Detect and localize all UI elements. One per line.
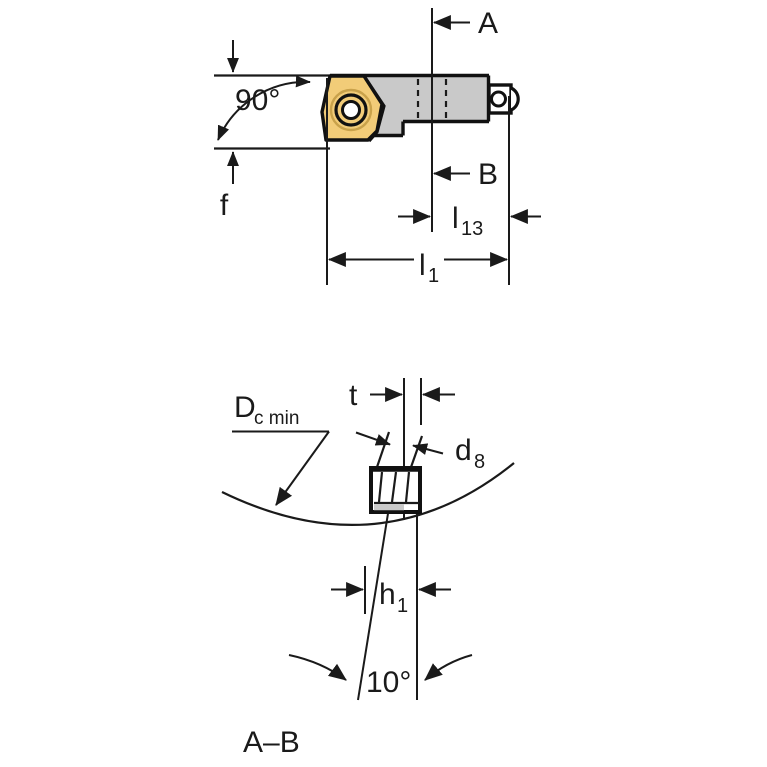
- section-a-label: A: [478, 7, 498, 40]
- clamp-screw: [487, 83, 520, 115]
- svg-text:d: d: [455, 434, 472, 467]
- thickness-t-label: t: [349, 379, 358, 412]
- svg-text:1: 1: [397, 595, 408, 617]
- bore-arc: [221, 462, 515, 526]
- cutting-insert: [320, 74, 386, 143]
- svg-text:8: 8: [474, 451, 485, 473]
- dc-min-leader: [232, 430, 330, 506]
- clamp-screw-socket: [490, 90, 507, 108]
- section-view-title: A–B: [243, 726, 300, 759]
- svg-text:h: h: [379, 578, 396, 611]
- section-view-ab-group: D c min t: [221, 378, 515, 759]
- leader-inner-left: [355, 431, 391, 446]
- side-view-group: f 90°: [214, 7, 541, 287]
- dimension-h1: [331, 566, 451, 614]
- svg-text:1: 1: [428, 265, 439, 287]
- svg-text:13: 13: [461, 218, 483, 240]
- svg-text:c min: c min: [254, 408, 299, 429]
- dc-min-label: D c min: [234, 391, 299, 429]
- section-b-label: B: [478, 158, 498, 191]
- insert-screw-bore: [341, 100, 361, 120]
- insert-screw-outer-ring: [329, 88, 373, 132]
- angle-90-label: 90°: [235, 84, 280, 117]
- angle-10-arcs: [288, 654, 473, 681]
- dimension-l1: [327, 247, 509, 273]
- dimension-l1-label: l 1: [419, 249, 439, 287]
- dimension-h1-label: h 1: [379, 578, 408, 617]
- angle-10-label: 10°: [366, 666, 411, 699]
- svg-text:D: D: [234, 391, 256, 424]
- svg-text:l: l: [452, 202, 459, 235]
- dimension-d8-label: d 8: [455, 434, 485, 473]
- svg-text:l: l: [419, 249, 426, 282]
- feed-label: f: [220, 189, 229, 222]
- dimension-d8-leader: [412, 443, 444, 455]
- dimension-l13-label: l 13: [452, 202, 483, 240]
- insert-screw-ring: [334, 93, 368, 127]
- angle-90-arc: [217, 75, 311, 141]
- section-insert-block: [369, 466, 422, 514]
